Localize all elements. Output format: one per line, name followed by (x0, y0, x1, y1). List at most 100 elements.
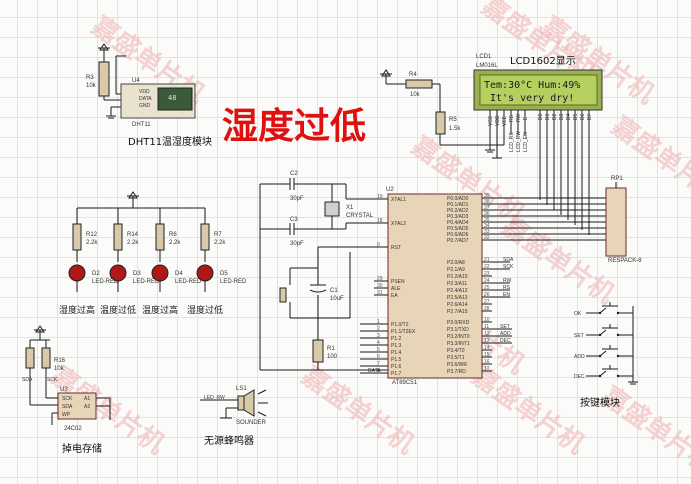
lcd-pin-d0: D0 (538, 113, 544, 120)
keys-caption: 按键模块 (580, 396, 620, 409)
led-ref: D4 (175, 271, 183, 277)
oscillator: C2 30pF C3 30pF X1 CRYSTAL (259, 171, 388, 371)
led-resistor-value: 2.2k (214, 240, 226, 246)
resistor-led (155, 223, 165, 251)
c2-value: 30pF (290, 196, 304, 202)
respack-rp1: RP1 RESPACK-8 (605, 176, 642, 264)
mcu-net-p2: EN (503, 292, 510, 298)
mcu-left-pin-num: 5 (377, 347, 380, 353)
lcd-pin-d3: D3 (559, 113, 565, 120)
mcu-right-pin: P0.6/AD6 (447, 232, 469, 238)
resistor-led (200, 223, 210, 251)
dht11-pin-vdd: VDD (139, 89, 150, 95)
mcu-right-pin-num: 28 (484, 306, 490, 312)
resistor-r3 (98, 61, 110, 97)
buzzer-part: SOUNDER (236, 420, 267, 426)
mcu-right-pin: P2.1/A9 (447, 267, 465, 273)
eeprom-pin-a2: A2 (84, 404, 90, 410)
mcu-left-pin: P1.1/T2EX (391, 329, 416, 335)
lcd-net-rs: LCD_RS (509, 132, 515, 152)
mcu-right-pin-num: 36 (484, 211, 490, 217)
mcu-right-pin-num: 17 (484, 366, 490, 372)
mcu-left-pin-num: 29 (377, 276, 383, 282)
led-resistor-ref: R14 (127, 232, 139, 238)
mcu-left-pin: P1.0/T2 (391, 322, 409, 328)
key-label: ADD (574, 354, 585, 360)
lcd-pin-vss: VSS (488, 115, 494, 126)
mcu-right-pin: P2.6/A14 (447, 302, 468, 308)
mcu-net-p2: SDA (503, 257, 514, 263)
watermark-text: 嘉盛单片机 (466, 360, 590, 460)
resistor-led (113, 223, 123, 251)
mcu-right-pin: P0.5/AD5 (447, 226, 469, 232)
mcu-right-pin: P3.1/TXD (447, 327, 469, 333)
led-lamp (68, 264, 86, 282)
mcu-right-pin-num: 12 (484, 331, 490, 337)
c3-ref: C3 (290, 217, 298, 223)
led-resistor-ref: R6 (169, 232, 177, 238)
mcu-right-pin-num: 35 (484, 217, 490, 223)
r3-value: 10k (86, 83, 97, 89)
key-label: DEC (574, 374, 585, 380)
led-ref: D3 (133, 271, 141, 277)
c1-value: 10uF (330, 296, 344, 302)
mcu-left-pin-num: 3 (377, 333, 380, 339)
mcu-right-pin: P0.3/AD3 (447, 214, 469, 220)
mcu-left-pin-num: 1 (377, 319, 380, 325)
buzzer-caption: 无源蜂鸣器 (204, 434, 254, 447)
mcu-left-pin: ALE (391, 286, 401, 292)
eeprom-net-sda: SDA (22, 377, 33, 383)
lcd-pin-rw: RW (516, 113, 522, 122)
mcu-left-pin-num: 30 (377, 283, 383, 289)
lcd-module: LCD1 LM016L LCD1602显示 Tem:30°C Hum:49% I… (380, 54, 606, 241)
eeprom-pin-sck: SCK (62, 396, 73, 402)
mcu-right-pin-num: 32 (484, 235, 490, 241)
mcu-right-pin: P2.3/A11 (447, 281, 467, 287)
mcu-right-pin-num: 37 (484, 205, 490, 211)
lcd-pin-d4: D4 (566, 113, 572, 120)
mcu-net-p2: RS (503, 285, 511, 291)
key-switch (598, 311, 602, 315)
mcu-net-p2: RW (503, 278, 512, 284)
eeprom-caption: 掉电存储 (62, 442, 102, 455)
mcu-right-pin: P2.4/A12 (447, 288, 468, 294)
rp1-part: RESPACK-8 (608, 258, 642, 264)
mcu-left-pin: EA (391, 293, 398, 299)
mcu-right-pin: P2.0/A8 (447, 260, 465, 266)
mcu-right-pin: P3.5/T1 (447, 355, 465, 361)
mcu-left-pin-num: 18 (377, 218, 383, 224)
dht11-pin-gnd: GND (139, 103, 151, 109)
lcd-caption: LCD1602显示 (510, 55, 576, 67)
mcu-left-pin-num: 19 (377, 194, 383, 200)
lcd-line1: Tem:30°C Hum:49% (484, 80, 580, 91)
mcu-right-pin: P3.2/INT0 (447, 334, 470, 340)
r1-value: 100 (327, 354, 338, 360)
led-part: LED-RED (175, 279, 202, 285)
mcu-right-pin: P0.1/AD1 (447, 202, 469, 208)
mcu-right-pin-num: 38 (484, 199, 490, 205)
dht11-sub: DHT11 (132, 122, 151, 128)
key-switch (598, 374, 602, 378)
r5-value: 1.5k (449, 126, 461, 132)
eeprom-pin-wp: WP (62, 412, 71, 418)
led-resistor-ref: R7 (214, 232, 222, 238)
mcu-left-pin-num: 4 (377, 340, 380, 346)
mcu-right-pin: P3.6/WR (447, 362, 467, 368)
mcu-left-pin: P1.2 (391, 336, 402, 342)
mcu-right-pin: P2.7/A15 (447, 309, 468, 315)
c2-ref: C2 (290, 171, 298, 177)
mcu-left-pin: P1.3 (391, 343, 402, 349)
mcu-right-pin-num: 16 (484, 359, 490, 365)
mcu-left-pin-num: 7 (377, 361, 380, 367)
led-part: LED-RED (220, 279, 247, 285)
led-caption: 温度过高 (142, 304, 178, 316)
mcu-right-pin-num: 25 (484, 285, 490, 291)
mcu-left-pin-num: 2 (377, 326, 380, 332)
lcd-pin-e: E (523, 116, 529, 120)
mcu-right-pin: P3.4/T0 (447, 348, 465, 354)
led-lamp (109, 264, 127, 282)
mcu-right-pin-num: 39 (484, 193, 490, 199)
mcu-right-pin: P0.4/AD4 (447, 220, 469, 226)
mcu-left-pin: P1.6 (391, 364, 402, 370)
